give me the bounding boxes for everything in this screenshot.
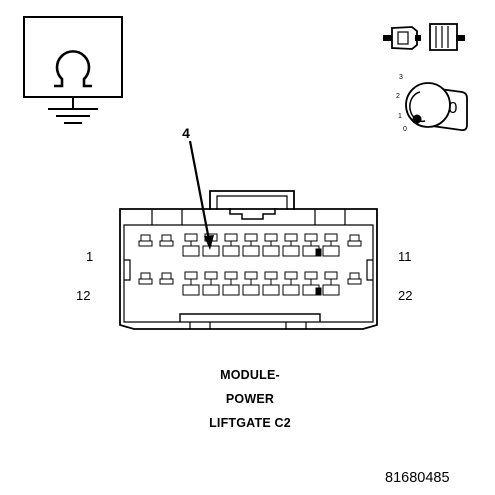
connector-body	[119, 190, 378, 330]
key-position-label-3: 3	[399, 74, 403, 81]
cavity-small-1-a	[138, 234, 153, 247]
callout-leader	[188, 140, 214, 250]
cavity-small-1-b	[159, 234, 174, 247]
figure-code: 81680485	[385, 470, 450, 486]
connector-title-line-2: POWER	[225, 392, 275, 406]
key-position-label-2: 2	[396, 93, 400, 100]
lower-terminals	[138, 271, 362, 296]
pin-label-bottom-left: 12	[76, 288, 91, 303]
pin-label-top-right: 11	[398, 249, 412, 264]
ignition-key-digit: 0	[449, 100, 458, 117]
ignition-key-icon: 0 3 2 1 0	[396, 74, 468, 133]
ohm-ground-icon	[23, 16, 123, 124]
upper-terminals	[182, 233, 340, 257]
key-position-label-0: 0	[403, 126, 407, 133]
connector-title-line-1: MODULE-	[220, 368, 280, 382]
connector-disconnect-icon	[383, 23, 465, 51]
pin-label-top-left: 1	[86, 249, 94, 264]
upper-cavities	[138, 234, 362, 247]
key-position-label-1: 1	[398, 113, 402, 120]
connector-title-line-3: LIFTGATE C2	[209, 416, 291, 430]
pin-label-bottom-right: 22	[398, 288, 413, 303]
callout-number: 4	[182, 125, 190, 141]
cavity-small-11	[347, 234, 362, 247]
